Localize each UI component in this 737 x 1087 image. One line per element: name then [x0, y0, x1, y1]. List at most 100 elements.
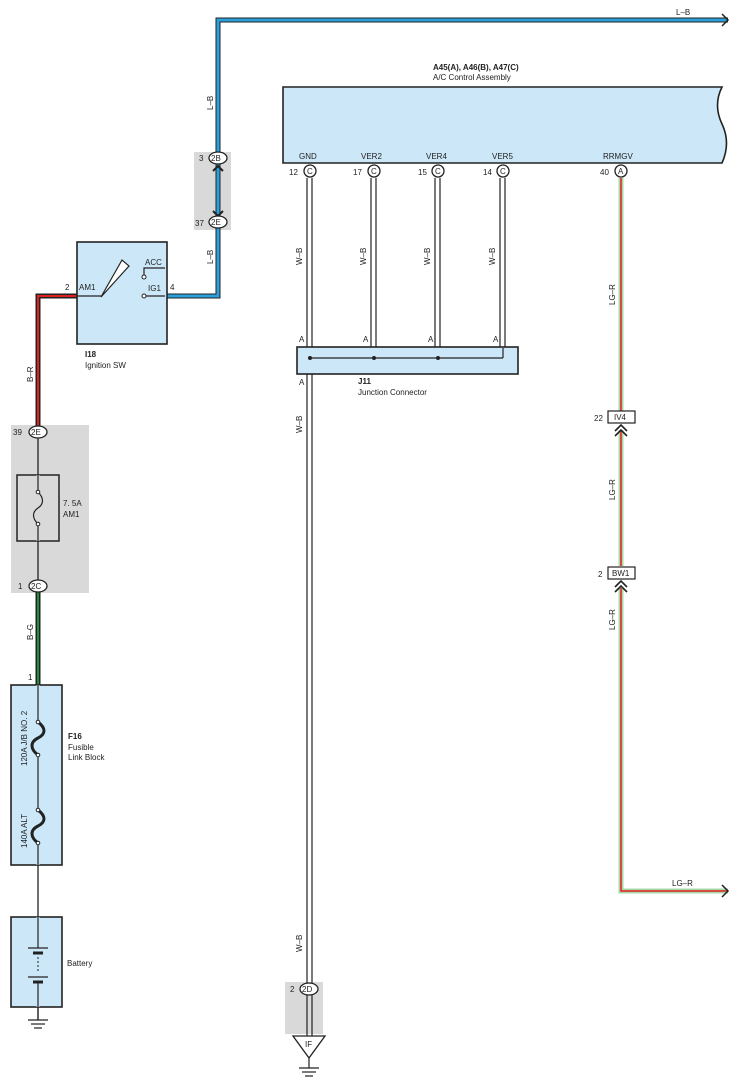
connector-2d-label: 2D — [302, 985, 312, 994]
pin-name-ver2: VER2 — [361, 152, 382, 161]
pin-conn-rrmgv: A — [618, 167, 624, 176]
fusible-link-fuse2 — [30, 808, 46, 845]
connector-2e-top-label: 2E — [211, 218, 221, 227]
pin-num-ver5: 14 — [483, 168, 492, 177]
ignition-contact-ig1 — [141, 293, 147, 299]
pin-name-rrmgv: RRMGV — [603, 152, 633, 161]
connector-iv4 — [607, 410, 636, 424]
fusible-link-code: F16 — [68, 732, 82, 741]
ac-control-subtitle: A/C Control Assembly — [433, 73, 511, 82]
connector-pin-ver4 — [431, 164, 445, 178]
connector-bw1-num: 2 — [598, 570, 603, 579]
ignition-switch-blade — [100, 259, 130, 298]
ac-control-box — [282, 86, 728, 164]
fusible-link-terminal — [35, 719, 41, 725]
wire-w-b-ground — [306, 994, 313, 1036]
connector-2e-mid-label: 2E — [31, 428, 41, 437]
wire-w-b-ver2 — [370, 178, 377, 348]
connector-2c-num: 1 — [18, 582, 23, 591]
wire-label-w-b-gnd: W–B — [295, 248, 304, 265]
wire-lg-r — [618, 178, 728, 894]
ignition-contact-acc — [141, 274, 147, 280]
connector-2e-top — [208, 215, 228, 229]
ignition-switch-box — [76, 241, 168, 345]
wire-label-b-g: B–G — [26, 624, 35, 640]
junction-pin-ver5: A — [493, 335, 499, 344]
junction-code: J11 — [358, 377, 371, 386]
fusible-link-fuse2-label: 140A ALT — [20, 814, 29, 848]
fuse-am1-name: AM1 — [63, 510, 80, 519]
wire-label-w-b-ver4: W–B — [423, 248, 432, 265]
connector-2e-mid — [28, 425, 48, 439]
connector-2e-mid-num: 39 — [13, 428, 22, 437]
wire-label-b-r: B–R — [26, 366, 35, 382]
wire-end-arrow — [721, 884, 730, 898]
junction-dot — [308, 356, 312, 360]
ground-if-triangle — [291, 1035, 327, 1060]
connector-2b-num: 3 — [199, 154, 204, 163]
connector-iv4-num: 22 — [594, 414, 603, 423]
connector-bw1 — [607, 566, 636, 580]
wire-label-l-b-upper: L–B — [206, 96, 215, 110]
junction-connector-box — [296, 346, 519, 375]
junction-pin-ver4: A — [428, 335, 434, 344]
wire-w-b-ver5 — [499, 178, 506, 348]
connector-pin-rrmgv — [614, 164, 628, 178]
connector-iv4-arrow — [614, 423, 628, 437]
connector-2b-label: 2B — [211, 154, 221, 163]
wire-label-lg-r-3: LG–R — [608, 609, 617, 630]
pin-name-ver4: VER4 — [426, 152, 447, 161]
fusible-link-terminal — [35, 752, 41, 758]
ignition-name: Ignition SW — [85, 361, 126, 370]
connector-2b-arrow — [212, 164, 224, 172]
wire-label-l-b-top: L–B — [676, 8, 690, 17]
junction-dot — [436, 356, 440, 360]
connector-2b — [208, 151, 228, 165]
pin-conn-ver4: C — [435, 167, 441, 176]
junction-name: Junction Connector — [358, 388, 427, 397]
fusible-link-fuse1 — [30, 720, 46, 757]
fusible-link-terminal — [35, 840, 41, 846]
pin-name-ver5: VER5 — [492, 152, 513, 161]
pin-num-ver4: 15 — [418, 168, 427, 177]
connector-2c-label: 2C — [31, 582, 41, 591]
fuse-am1-terminal — [35, 521, 41, 527]
connector-2d — [299, 982, 319, 996]
wire-label-lg-r-out: LG–R — [672, 879, 693, 888]
connector-pin-gnd — [303, 164, 317, 178]
connector-pin-ver5 — [496, 164, 510, 178]
wire-label-w-b-ver2: W–B — [359, 248, 368, 265]
fusible-link-terminal — [35, 807, 41, 813]
ground-if-icon — [299, 1058, 319, 1077]
junction-pin-ver2: A — [363, 335, 369, 344]
wire-b-r — [35, 293, 77, 428]
pin-num-ver2: 17 — [353, 168, 362, 177]
wire-label-w-b-ver5: W–B — [488, 248, 497, 265]
connector-bw1-arrow — [614, 579, 628, 593]
wire-label-w-b-junction: W–B — [295, 416, 304, 433]
connector-bw1-label: BW1 — [612, 569, 630, 578]
pin-conn-gnd: C — [307, 167, 313, 176]
connector-2e-top-num: 37 — [195, 219, 204, 228]
ac-control-title: A45(A), A46(B), A47(C) — [433, 63, 519, 72]
ignition-code: I18 — [85, 350, 97, 359]
ignition-pin-am1: 2 — [65, 283, 70, 292]
fuse-am1-rating: 7. 5A — [63, 499, 82, 508]
ignition-pin-ig1: 4 — [170, 283, 175, 292]
fusible-link-name-line2: Link Block — [68, 753, 105, 762]
pin-num-rrmgv: 40 — [600, 168, 609, 177]
wire-label-w-b-ground: W–B — [295, 935, 304, 952]
wire-label-lg-r-1: LG–R — [608, 284, 617, 305]
wire-w-b-gnd — [306, 178, 313, 984]
ignition-am1-label: AM1 — [79, 283, 96, 292]
fusible-link-fuse1-label: 120A J/B NO. 2 — [20, 710, 29, 766]
fusible-link-pin: 1 — [28, 673, 33, 682]
ground-if-label: IF — [305, 1040, 312, 1049]
wire-end-arrow — [721, 13, 730, 27]
connector-iv4-label: IV4 — [614, 413, 627, 422]
wire-w-b-ver4 — [434, 178, 441, 348]
junction-pin-out: A — [299, 378, 305, 387]
pin-conn-ver5: C — [500, 167, 506, 176]
ignition-ig1-label: IG1 — [148, 284, 161, 293]
